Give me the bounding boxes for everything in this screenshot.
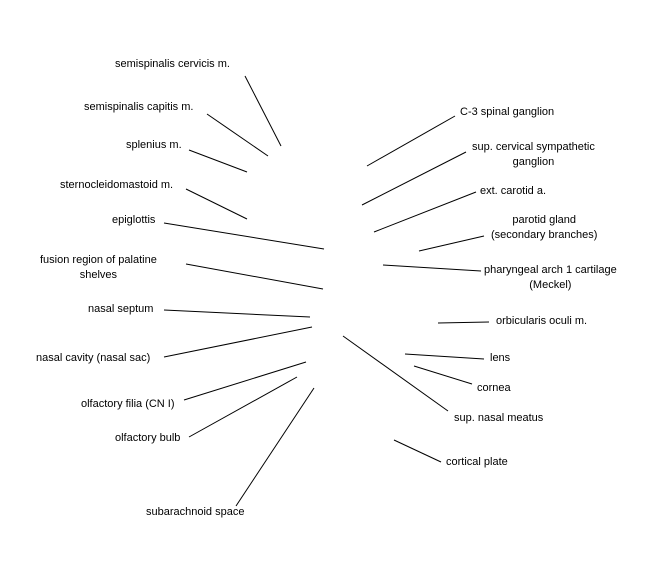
leader-orbicularis-oculi: [437, 321, 490, 324]
label-sup-nasal-meatus: sup. nasal meatus: [454, 412, 544, 424]
leader-nasal-cavity: [163, 326, 313, 358]
leader-cornea: [413, 365, 473, 385]
leader-ext-carotid: [373, 191, 477, 233]
leader-splenius: [188, 149, 248, 173]
label-semispinalis-cervicis: semispinalis cervicis m.: [115, 58, 230, 70]
label-splenius: splenius m.: [126, 139, 182, 151]
label-sternocleidomastoid: sternocleidomastoid m.: [60, 179, 174, 191]
label-semispinalis-capitis: semispinalis capitis m.: [84, 101, 194, 113]
label-orbicularis-oculi: orbicularis oculi m.: [496, 315, 588, 327]
label-cornea: cornea: [477, 382, 511, 394]
label-parotid-gland: parotid gland (secondary branches): [491, 214, 598, 241]
leader-semispinalis-cervicis: [244, 75, 282, 147]
label-sup-cervical-sympathetic: sup. cervical sympathetic ganglion: [472, 141, 595, 168]
leader-sup-nasal-meatus: [342, 335, 449, 412]
label-nasal-septum: nasal septum: [88, 303, 154, 315]
label-epiglottis: epiglottis: [112, 214, 156, 226]
leader-semispinalis-capitis: [206, 113, 269, 157]
leader-subarachnoid-space: [235, 387, 315, 507]
label-subarachnoid-space: subarachnoid space: [146, 506, 245, 518]
leader-parotid-gland: [418, 235, 485, 252]
label-cortical-plate: cortical plate: [446, 456, 508, 468]
label-olfactory-bulb: olfactory bulb: [115, 432, 181, 444]
leader-epiglottis: [163, 222, 325, 250]
label-pharyngeal-arch: pharyngeal arch 1 cartilage (Meckel): [484, 264, 617, 291]
label-ext-carotid: ext. carotid a.: [480, 185, 547, 197]
label-c3-spinal-ganglion: C-3 spinal ganglion: [460, 106, 555, 118]
leader-fusion-palatine: [185, 263, 324, 290]
leader-olfactory-filia: [183, 361, 307, 401]
label-lens: lens: [490, 352, 511, 364]
label-olfactory-filia: olfactory filia (CN I): [81, 398, 175, 410]
leader-olfactory-bulb: [188, 376, 298, 438]
label-fusion-palatine: fusion region of palatine shelves: [40, 254, 157, 281]
leader-pharyngeal-arch: [382, 264, 482, 272]
label-nasal-cavity: nasal cavity (nasal sac): [36, 352, 151, 364]
leader-lens: [404, 353, 485, 360]
leader-sup-cervical-sympathetic: [361, 151, 467, 206]
leader-cortical-plate: [393, 439, 442, 463]
leader-c3-spinal-ganglion: [366, 115, 456, 167]
leader-sternocleidomastoid: [185, 188, 248, 220]
leader-nasal-septum: [163, 309, 311, 318]
